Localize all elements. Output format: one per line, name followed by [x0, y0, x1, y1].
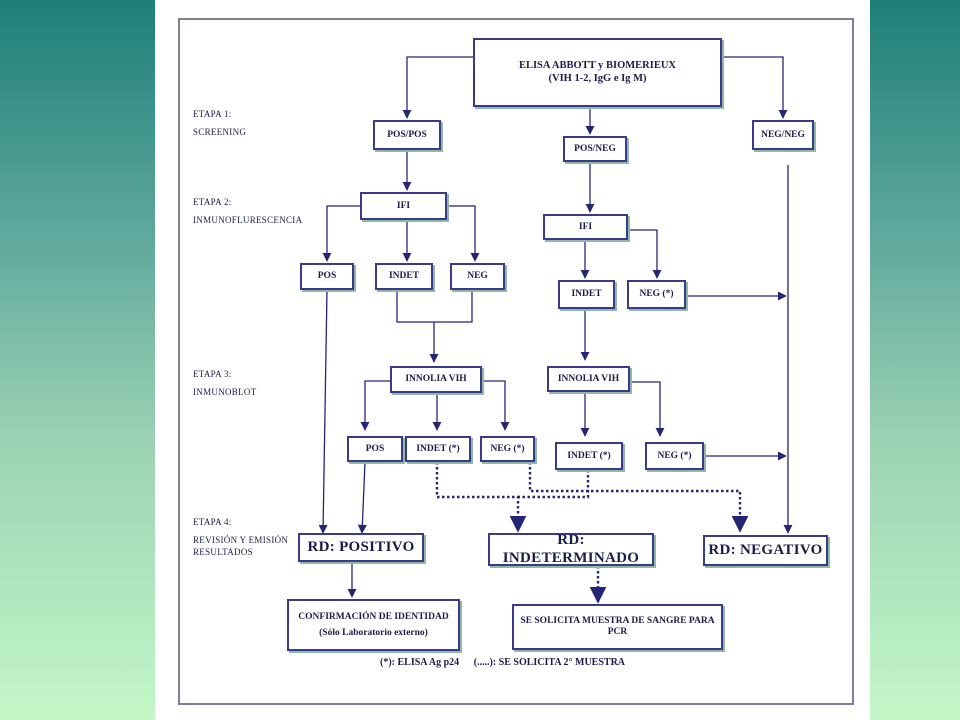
node-innolia-left-label: INNOLIA VIH	[405, 374, 467, 385]
node-innolia-right-label: INNOLIA VIH	[557, 373, 620, 384]
node-rd-negativo: RD: NEGATIVO	[703, 535, 828, 566]
node-indet-ifi-right: INDET	[558, 280, 615, 309]
node-confirmacion-line1: CONFIRMACIÓN DE IDENTIDAD	[298, 611, 449, 622]
node-confirmacion: CONFIRMACIÓN DE IDENTIDAD (Sólo Laborato…	[287, 599, 460, 651]
node-pos-neg-label: POS/NEG	[574, 143, 616, 154]
node-indet-ifi: INDET	[375, 263, 433, 290]
stage-4-name-line1: REVISIÓN Y EMISIÓN	[193, 535, 289, 546]
node-rd-negativo-label: RD: NEGATIVO	[708, 541, 823, 558]
stage-2-title: ETAPA 2:	[193, 197, 232, 207]
node-indet-ifi-right-label: INDET	[571, 289, 602, 300]
document-page	[155, 0, 870, 720]
node-neg-ifi: NEG	[450, 263, 505, 290]
node-rd-positivo: RD: POSITIVO	[298, 533, 424, 562]
node-pos-ifi-label: POS	[317, 271, 337, 282]
node-neg-star-blot-right-label: NEG (*)	[657, 450, 692, 461]
node-neg-star-ifi-right-label: NEG (*)	[639, 289, 674, 300]
node-pos-ifi: POS	[300, 263, 354, 290]
node-pos-pos: POS/POS	[373, 120, 441, 150]
stage-4-name: REVISIÓN Y EMISIÓN RESULTADOS	[193, 534, 288, 558]
node-rd-indeterminado-label: RD: INDETERMINADO	[502, 532, 640, 566]
stage-2-name: INMUNOFLURESCENCIA	[193, 215, 303, 226]
node-neg-neg: NEG/NEG	[752, 120, 814, 150]
node-pos-blot-label: POS	[365, 443, 385, 454]
stage-4-name-line2: RESULTADOS	[193, 547, 253, 558]
node-indet-star-blot-right: INDET (*)	[555, 442, 623, 470]
node-neg-ifi-label: NEG	[467, 271, 488, 282]
diagram-legend: (*): ELISA Ag p24 (.....): SE SOLICITA 2…	[380, 657, 637, 668]
node-pcr: SE SOLICITA MUESTRA DE SANGRE PARA PCR	[512, 604, 723, 650]
legend-star: (*): ELISA Ag p24	[380, 657, 460, 668]
stage-4-label: ETAPA 4: REVISIÓN Y EMISIÓN RESULTADOS	[193, 516, 288, 558]
node-rd-indeterminado: RD: INDETERMINADO	[488, 532, 654, 566]
node-ifi-left: IFI	[360, 192, 447, 220]
node-neg-star-ifi-right: NEG (*)	[627, 280, 686, 309]
stage-4-title: ETAPA 4:	[193, 517, 232, 527]
stage-2-label: ETAPA 2: INMUNOFLURESCENCIA	[193, 196, 302, 226]
node-ifi-left-label: IFI	[396, 200, 411, 211]
node-pcr-line1: SE SOLICITA MUESTRA DE SANGRE PARA	[520, 616, 715, 627]
stage-1-label: ETAPA 1: SCREENING	[193, 108, 246, 138]
node-neg-neg-label: NEG/NEG	[761, 129, 805, 140]
node-neg-star-blot: NEG (*)	[480, 436, 535, 462]
node-pos-neg: POS/NEG	[563, 136, 627, 162]
node-rd-positivo-label: RD: POSITIVO	[307, 538, 415, 555]
stage-3-label: ETAPA 3: INMUNOBLOT	[193, 368, 257, 398]
node-neg-star-blot-right: NEG (*)	[645, 442, 704, 470]
stage-3-title: ETAPA 3:	[193, 369, 232, 379]
node-confirmacion-line2: (Sólo Laboratorio externo)	[319, 627, 428, 638]
node-elisa-line1: ELISA ABBOTT y BIOMERIEUX	[518, 60, 677, 72]
diagram-frame	[178, 18, 854, 705]
legend-dots: (.....): SE SOLICITA 2° MUESTRA	[473, 657, 626, 668]
stage-1-name: SCREENING	[193, 127, 247, 138]
node-ifi-right-label: IFI	[578, 221, 593, 232]
node-indet-star-blot-label: INDET (*)	[416, 443, 460, 454]
node-elisa-line2: (VIH 1-2, IgG e Ig M)	[548, 72, 647, 84]
node-pos-blot: POS	[347, 436, 403, 462]
stage-1-title: ETAPA 1:	[193, 109, 232, 119]
node-indet-star-blot: INDET (*)	[405, 436, 471, 462]
node-neg-star-blot-label: NEG (*)	[490, 443, 525, 454]
node-innolia-left: INNOLIA VIH	[390, 366, 482, 393]
stage-3-name: INMUNOBLOT	[193, 387, 257, 398]
node-pos-pos-label: POS/POS	[387, 129, 427, 140]
node-ifi-right: IFI	[543, 214, 628, 240]
node-elisa: ELISA ABBOTT y BIOMERIEUX (VIH 1-2, IgG …	[473, 38, 722, 107]
node-innolia-right: INNOLIA VIH	[547, 366, 630, 392]
node-indet-ifi-label: INDET	[388, 271, 420, 282]
node-indet-star-blot-right-label: INDET (*)	[567, 450, 611, 461]
node-pcr-line2: PCR	[607, 627, 628, 637]
